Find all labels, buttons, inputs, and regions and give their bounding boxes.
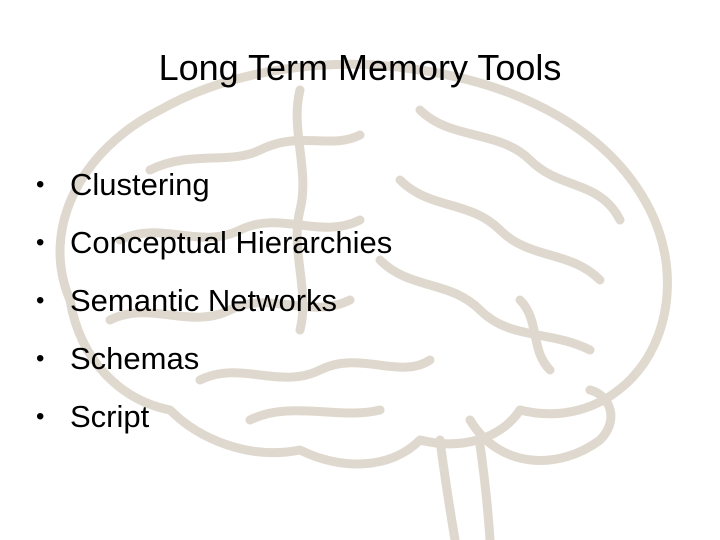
bullet-dot-icon: • bbox=[36, 403, 45, 430]
bullet-dot-icon: • bbox=[36, 345, 45, 372]
slide-title: Long Term Memory Tools bbox=[158, 47, 562, 88]
bullet-text: Clustering bbox=[70, 167, 210, 202]
list-item: • Semantic Networks bbox=[36, 272, 392, 330]
bullet-text: Schemas bbox=[70, 341, 200, 376]
bullet-text: Script bbox=[70, 399, 150, 434]
bullet-dot-icon: • bbox=[36, 287, 45, 314]
list-item: • Script bbox=[36, 388, 392, 446]
list-item: • Clustering bbox=[36, 156, 392, 214]
bullet-list: • Clustering • Conceptual Hierarchies • … bbox=[36, 156, 392, 446]
bullet-dot-icon: • bbox=[36, 229, 45, 256]
bullet-text: Semantic Networks bbox=[70, 283, 338, 318]
list-item: • Schemas bbox=[36, 330, 392, 388]
bullet-text: Conceptual Hierarchies bbox=[70, 225, 393, 260]
bullet-dot-icon: • bbox=[36, 171, 45, 198]
list-item: • Conceptual Hierarchies bbox=[36, 214, 392, 272]
